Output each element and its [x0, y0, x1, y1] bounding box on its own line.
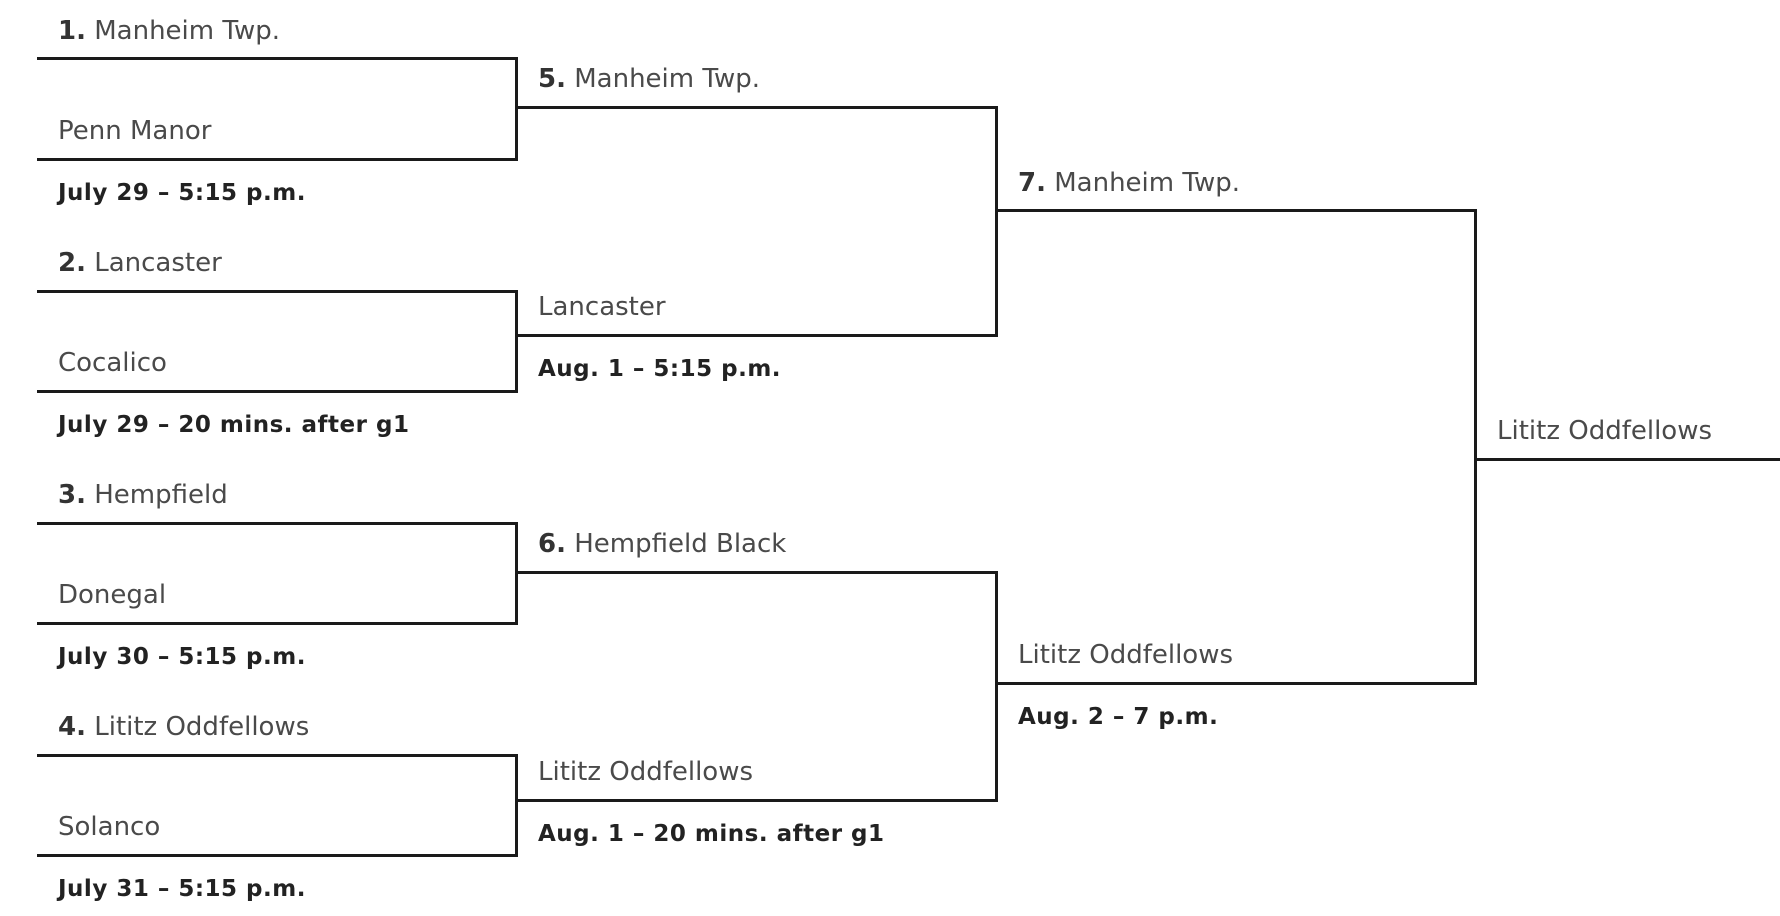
connector-line [37, 390, 518, 393]
team-name: Lititz Oddfellows [538, 757, 754, 787]
connector-line [515, 754, 518, 857]
team-name: Solanco [58, 812, 161, 842]
connector-line [37, 522, 518, 525]
team-entry: Lancaster [538, 292, 666, 322]
game-date: Aug. 2 – 7 p.m. [1018, 704, 1219, 730]
team-entry: Lititz Oddfellows [1018, 640, 1233, 670]
seed-number: 5. [538, 64, 566, 94]
team-entry: 3. Hempfield [58, 480, 228, 510]
connector-line [995, 106, 998, 337]
seed-number: 2. [58, 248, 86, 278]
game-date: July 31 – 5:15 p.m. [58, 876, 306, 902]
connector-line [515, 290, 518, 393]
connector-line [37, 622, 518, 625]
connector-line [995, 209, 1477, 212]
connector-line [995, 571, 998, 802]
game-date: July 29 – 20 mins. after g1 [58, 412, 410, 438]
team-name: Hempfield [94, 480, 228, 510]
connector-line [1474, 209, 1477, 685]
connector-line [515, 571, 998, 574]
game-date: July 30 – 5:15 p.m. [58, 644, 306, 670]
team-entry: 5. Manheim Twp. [538, 64, 760, 94]
seed-number: 7. [1018, 168, 1046, 198]
team-entry: Penn Manor [58, 116, 211, 146]
team-entry: Solanco [58, 812, 160, 842]
team-entry: Lititz Oddfellows [538, 757, 753, 787]
team-name: Lancaster [94, 248, 222, 278]
connector-line [37, 754, 518, 757]
game-date: Aug. 1 – 5:15 p.m. [538, 356, 782, 382]
connector-line [37, 158, 518, 161]
team-entry: 2. Lancaster [58, 248, 222, 278]
seed-number: 1. [58, 16, 86, 46]
connector-line [995, 682, 1477, 685]
team-entry: 7. Manheim Twp. [1018, 168, 1240, 198]
team-entry: 1. Manheim Twp. [58, 16, 280, 46]
game-date: Aug. 1 – 20 mins. after g1 [538, 821, 885, 847]
team-name: Cocalico [58, 348, 167, 378]
connector-line [515, 106, 998, 109]
seed-number: 4. [58, 712, 86, 742]
team-name: Manheim Twp. [574, 64, 760, 94]
seed-number: 6. [538, 529, 566, 559]
team-name: Lititz Oddfellows [94, 712, 310, 742]
team-name: Lititz Oddfellows [1018, 640, 1234, 670]
team-name: Hempfield Black [574, 529, 787, 559]
connector-line [1474, 458, 1780, 461]
connector-line [515, 334, 998, 337]
team-name: Lancaster [538, 292, 666, 322]
connector-line [37, 854, 518, 857]
connector-line [37, 57, 518, 60]
team-entry: 4. Lititz Oddfellows [58, 712, 309, 742]
team-entry: 6. Hempfield Black [538, 529, 786, 559]
game-date: July 29 – 5:15 p.m. [58, 180, 306, 206]
connector-line [37, 290, 518, 293]
team-name: Manheim Twp. [1054, 168, 1240, 198]
team-entry: Donegal [58, 580, 166, 610]
team-name: Lititz Oddfellows [1497, 416, 1713, 446]
connector-line [515, 799, 998, 802]
team-name: Manheim Twp. [94, 16, 280, 46]
team-name: Penn Manor [58, 116, 212, 146]
champion-entry: Lititz Oddfellows [1497, 416, 1712, 446]
connector-line [515, 57, 518, 161]
team-entry: Cocalico [58, 348, 167, 378]
seed-number: 3. [58, 480, 86, 510]
team-name: Donegal [58, 580, 167, 610]
